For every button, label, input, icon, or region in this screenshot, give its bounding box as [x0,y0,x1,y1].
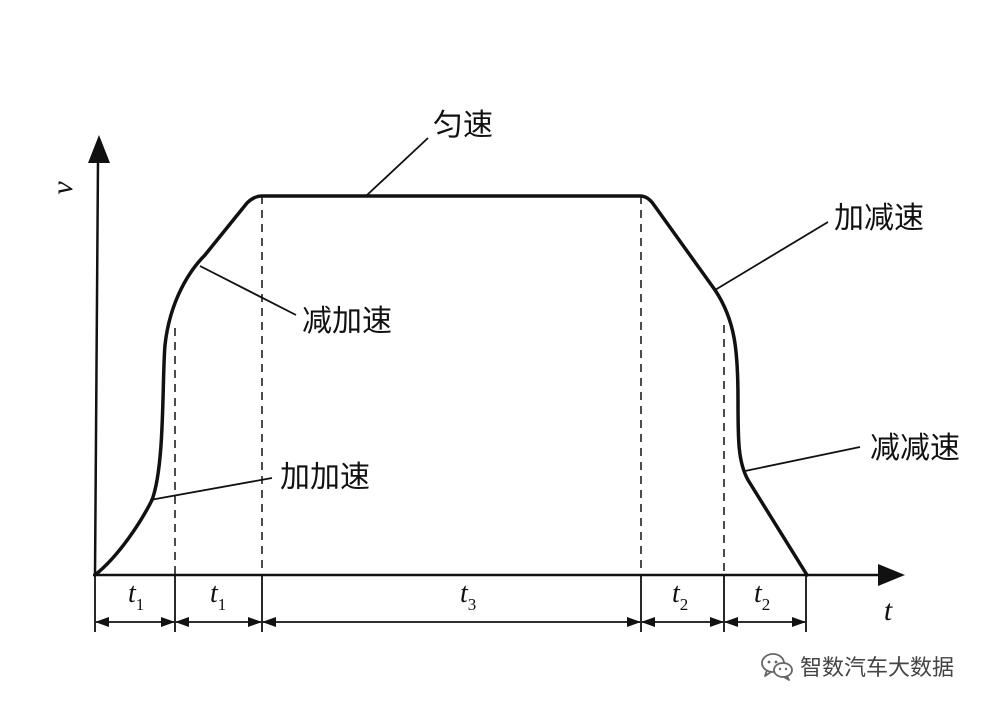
leader-constant [365,137,429,197]
phase-label-accel-decel: 加减速 [834,201,924,236]
leader-decel-accel [199,265,297,316]
wechat-icon [761,653,793,681]
leader-accel-decel [714,221,829,291]
x-axis-label: t [884,594,893,627]
phase-label-jerk-accel: 加加速 [280,460,370,495]
phase-label-decel-decel: 减减速 [870,431,960,466]
phase-label-constant: 匀速 [433,108,493,143]
x-axis-arrowhead [878,564,905,586]
segment-label-5: t2 [754,578,770,614]
watermark: 智数汽车大数据 [760,650,954,682]
leader-decel-decel [744,446,861,472]
phase-label-decel-accel: 减加速 [302,304,392,339]
y-axis-arrowhead [88,135,110,163]
y-axis-label: v [46,181,79,195]
segment-label-4: t2 [672,578,688,614]
segment-label-2: t1 [210,578,226,614]
segment-label-1: t1 [128,578,144,614]
watermark-text: 智数汽车大数据 [800,656,955,681]
leader-jerk-accel [149,477,273,501]
segment-label-3: t3 [460,578,476,614]
y-axis [93,159,100,576]
velocity-curve [93,194,809,577]
